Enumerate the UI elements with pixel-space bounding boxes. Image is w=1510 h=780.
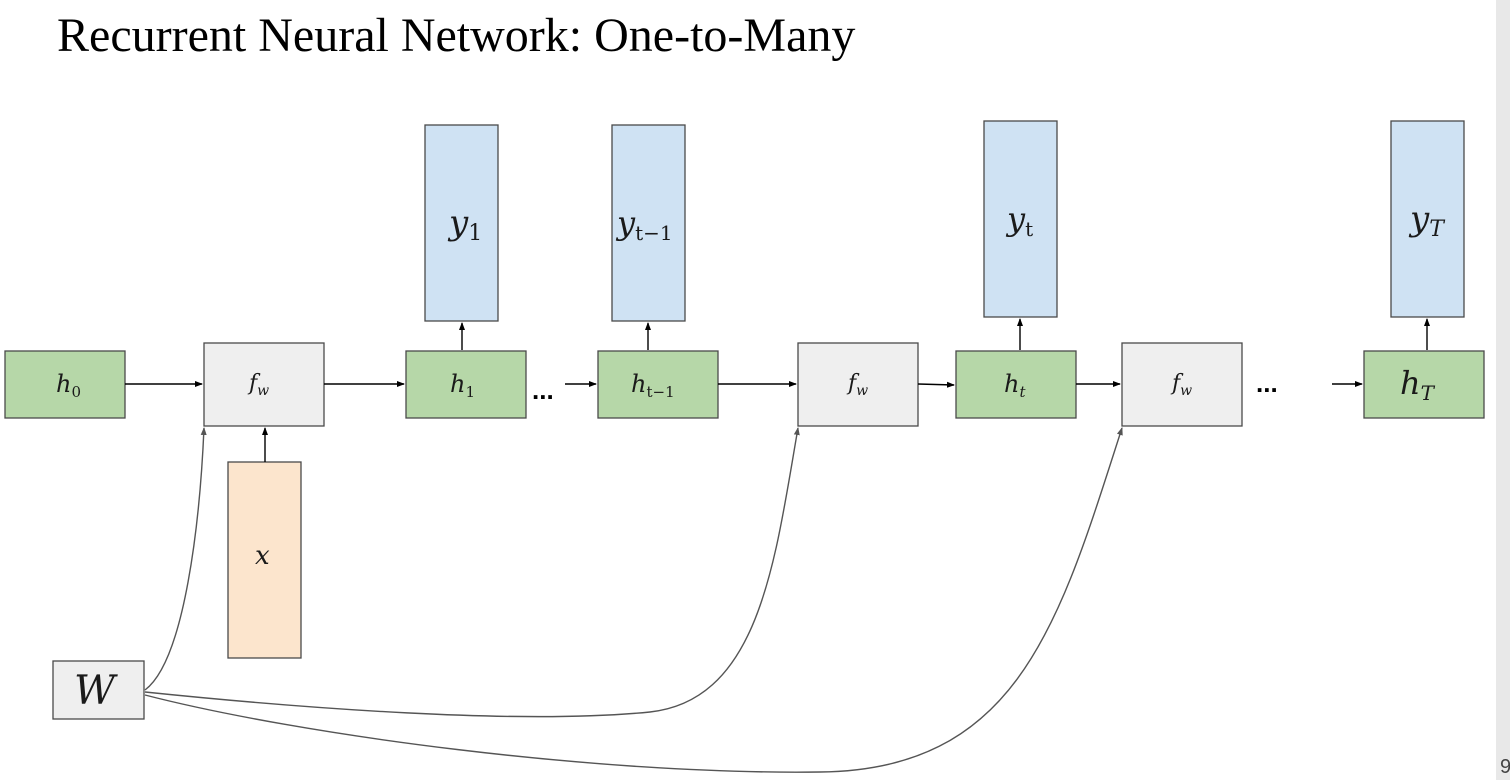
ellipsis-1: ... — [532, 375, 554, 405]
output-yT-node: yT — [1390, 120, 1465, 318]
hidden-state-hT-node: hT — [1363, 350, 1485, 419]
hidden-state-h1-node: h1 — [405, 350, 527, 419]
weight-link-to-fw-2 — [144, 427, 800, 718]
function-fw-node-2: fw — [797, 342, 919, 427]
input-x-node: x — [227, 461, 302, 659]
hidden-state-h0-node: h0 — [4, 350, 126, 419]
svg-text:x: x — [255, 541, 270, 571]
svg-text:ht: ht — [1004, 370, 1026, 401]
hidden-state-ht-minus-1-node: ht−1 — [597, 350, 719, 419]
svg-text:yT: yT — [1408, 199, 1446, 242]
svg-text:ht−1: ht−1 — [631, 370, 675, 401]
svg-text:yt−1: yt−1 — [615, 204, 673, 245]
weight-link-to-fw-3 — [144, 427, 1123, 773]
svg-text:hT: hT — [1400, 364, 1436, 405]
weight-W-node: W — [52, 660, 145, 720]
function-fw-node-1: fw — [203, 342, 325, 427]
hidden-state-ht-node: ht — [955, 350, 1077, 419]
slide-title: Recurrent Neural Network: One-to-Many — [57, 9, 856, 62]
svg-text:yt: yt — [1005, 200, 1033, 241]
output-y1-node: y1 — [424, 124, 499, 322]
svg-text:y1: y1 — [447, 203, 482, 246]
svg-text:h1: h1 — [450, 370, 475, 401]
page-number: 9 — [1500, 756, 1510, 778]
svg-text:h0: h0 — [56, 370, 81, 401]
weight-link-to-fw-1 — [144, 427, 207, 691]
output-yt-node: yt — [983, 120, 1058, 318]
output-yt-minus-1-node: yt−1 — [611, 124, 686, 322]
arrow-fw-to-ht — [917, 381, 955, 388]
ellipsis-2: ... — [1256, 368, 1278, 398]
scrollbar-strip — [1496, 0, 1510, 780]
svg-text:W: W — [74, 668, 118, 714]
function-fw-node-3: fw — [1121, 342, 1243, 427]
